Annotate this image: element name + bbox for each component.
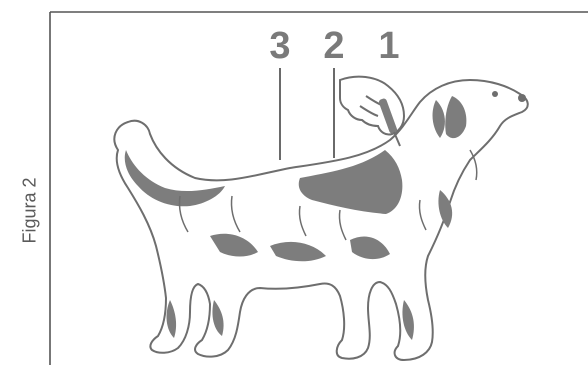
marker-number-3: 3 [269, 25, 290, 67]
marker-number-2: 2 [323, 25, 344, 67]
dog-nose [518, 94, 526, 102]
dog-illustration [114, 80, 527, 360]
dog-eye [492, 91, 498, 97]
marker-number-1: 1 [378, 25, 399, 67]
